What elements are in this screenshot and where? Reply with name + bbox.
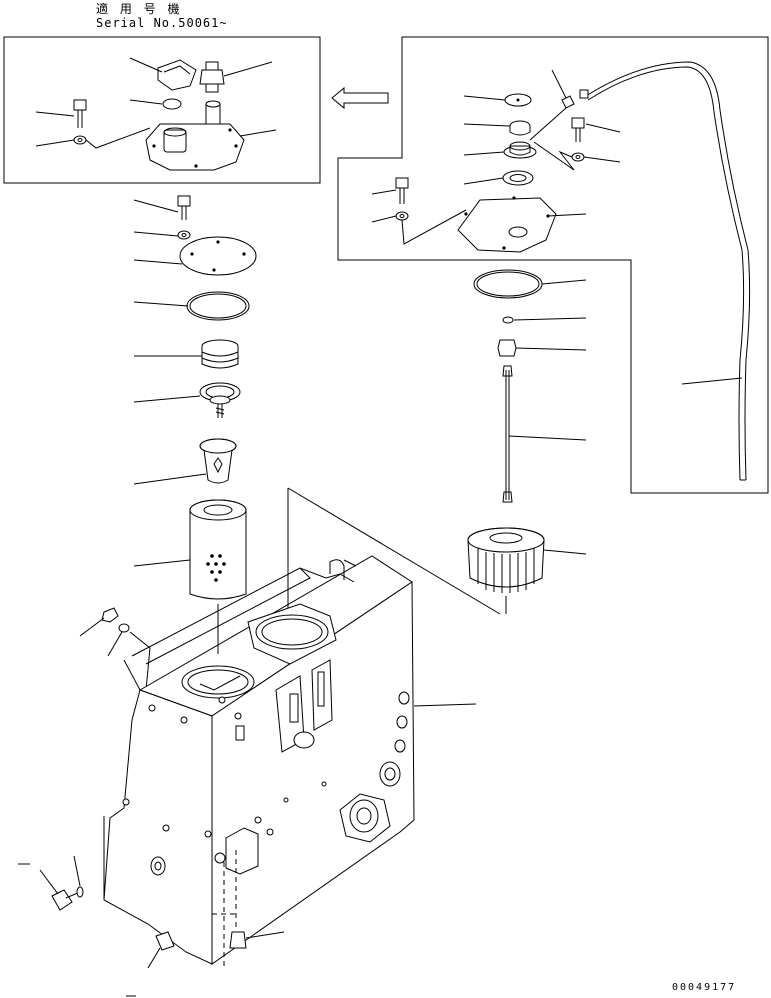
right-washer [533, 141, 621, 171]
plug-ring [107, 623, 151, 691]
snap-ring [502, 316, 587, 324]
drain-bolt [18, 863, 81, 911]
top-bolt [133, 195, 191, 220]
valve-assembly [133, 382, 241, 418]
gasket-small [463, 170, 534, 186]
inset-bolt [35, 99, 87, 128]
o-ring-left [133, 291, 250, 321]
hydraulic-tank [103, 487, 507, 968]
spacer-ring [463, 120, 531, 136]
boxed-washer [371, 209, 467, 245]
elbow-fitting [126, 931, 175, 997]
right-bolt [571, 117, 621, 142]
inset-frame-left [3, 36, 321, 184]
inset-pressure-switch [199, 61, 273, 93]
inset-frame-right [337, 36, 769, 494]
rod [502, 365, 587, 503]
o-ring-large [473, 269, 587, 299]
inset-breather-cap [129, 57, 197, 91]
spring [134, 339, 239, 369]
hose-clamp [529, 69, 575, 141]
strainer [133, 438, 237, 485]
boxed-bolt [371, 177, 409, 204]
breather-cover-plate [457, 196, 587, 253]
filter-element [133, 499, 247, 600]
left-arrow-icon [331, 86, 389, 110]
plug-nut [79, 607, 119, 637]
nut [497, 339, 587, 357]
cap-disc [463, 93, 532, 107]
figure-number: 00049177 [672, 982, 737, 993]
serial-number-label: Serial No.50061~ [96, 16, 228, 30]
drain-o-ring [73, 855, 84, 898]
inset-seal-washer [129, 98, 182, 110]
breather-hose [579, 61, 751, 481]
element-cap [467, 527, 587, 593]
inset-washer [35, 127, 151, 149]
applicable-models-label: 適 用 号 機 [96, 2, 184, 16]
top-washer [133, 230, 191, 240]
filter-cover [133, 236, 257, 276]
breather-valve [463, 141, 537, 159]
drain-plug [229, 931, 285, 949]
inset-cover-plate [145, 123, 277, 171]
